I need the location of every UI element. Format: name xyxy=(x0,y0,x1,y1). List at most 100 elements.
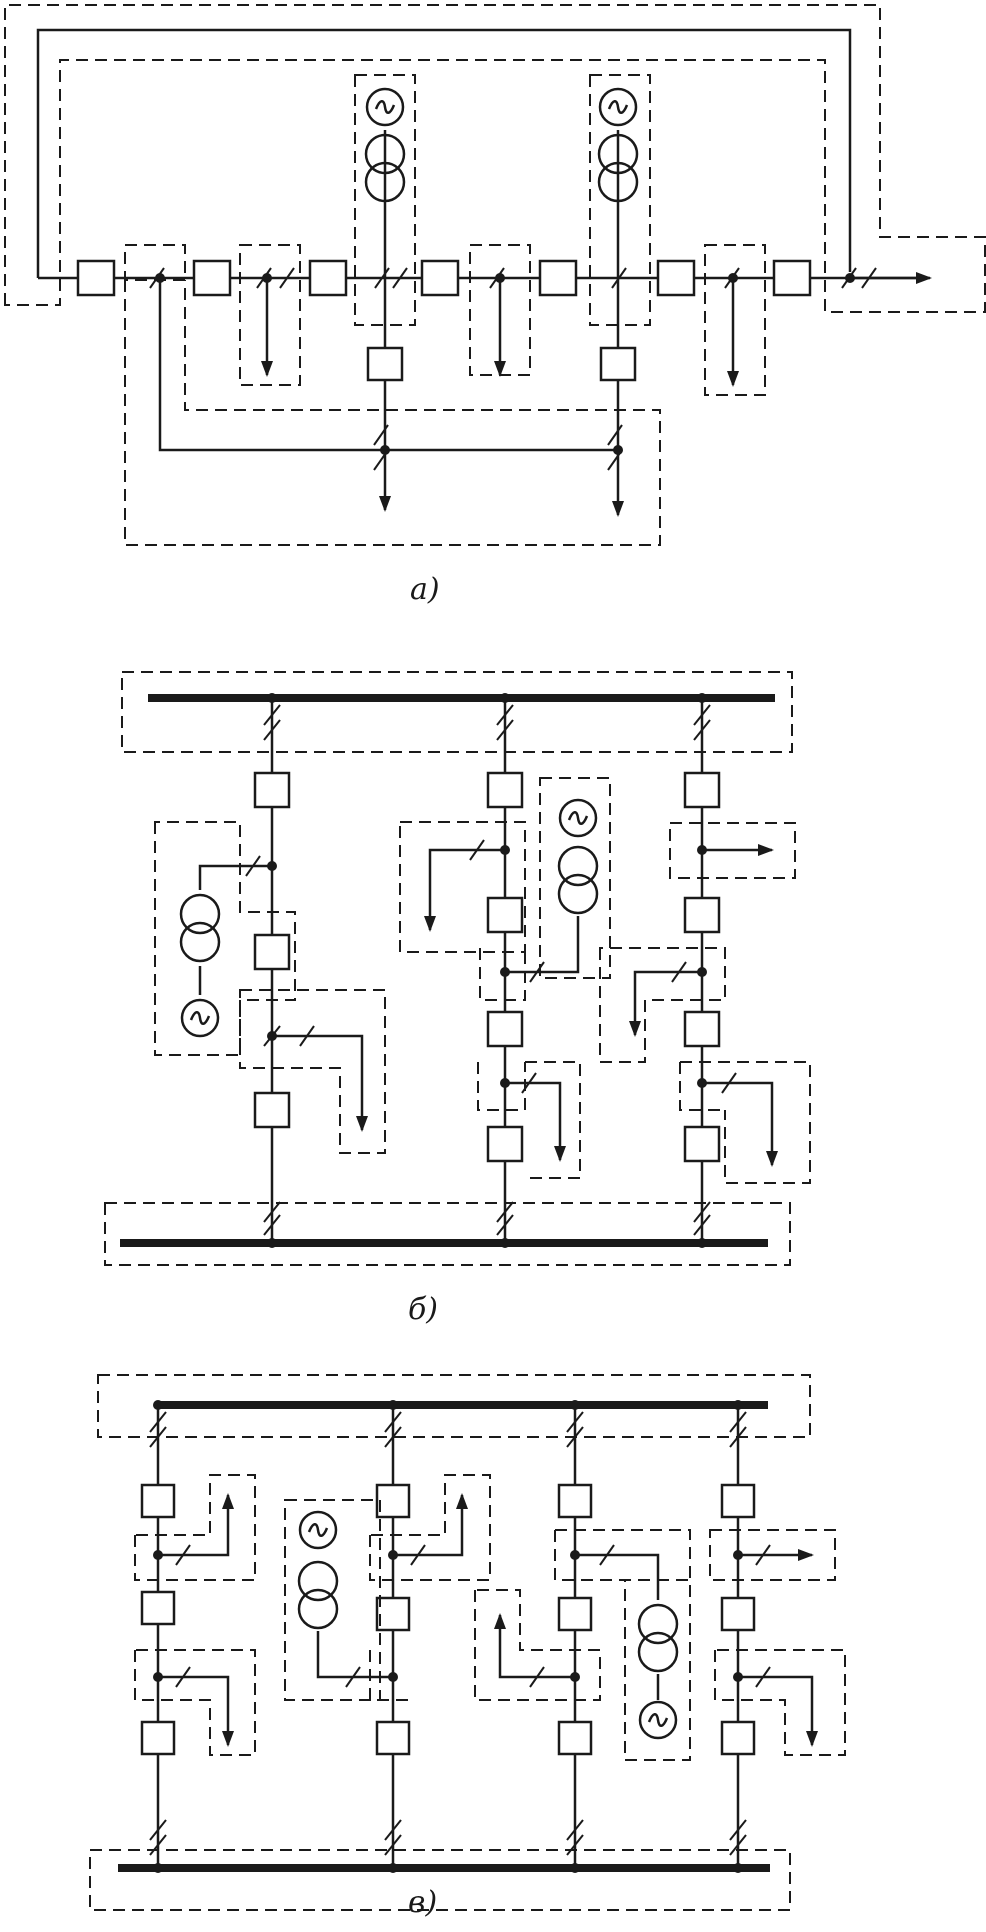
breaker xyxy=(140,1483,176,1519)
conductor xyxy=(279,267,295,289)
feeder-arrow xyxy=(424,848,505,932)
breaker xyxy=(557,1483,593,1519)
caption-a: а) xyxy=(410,572,440,607)
protection-zone xyxy=(469,244,531,376)
junction-dot xyxy=(570,1400,580,1410)
conductor xyxy=(369,1474,491,1581)
conductor xyxy=(149,1411,167,1433)
junction-dot xyxy=(570,1863,580,1873)
conductor xyxy=(489,267,505,289)
generator-icon xyxy=(180,998,220,1038)
caption-v: в) xyxy=(408,1885,438,1920)
conductor xyxy=(384,1819,402,1841)
breaker xyxy=(486,1010,524,1048)
feeder-arrow xyxy=(393,1493,468,1557)
feeder-arrow xyxy=(272,1034,368,1132)
conductor xyxy=(392,267,408,289)
conductor xyxy=(729,1819,747,1841)
conductor xyxy=(469,839,485,861)
breaker xyxy=(140,1590,176,1626)
conductor xyxy=(345,1666,361,1688)
ring-bus xyxy=(36,28,852,278)
protection-zone xyxy=(669,822,796,879)
conductor xyxy=(611,267,627,289)
conductor xyxy=(693,704,711,726)
breaker xyxy=(599,346,637,382)
conductor xyxy=(384,1411,402,1433)
conductor xyxy=(671,961,687,983)
conductor xyxy=(316,1631,393,1679)
protection-zone xyxy=(354,74,416,326)
junction-dot xyxy=(733,1863,743,1873)
junction-dot xyxy=(388,1400,398,1410)
conductor xyxy=(680,1061,811,1184)
junction-dot xyxy=(697,693,707,703)
generator-icon xyxy=(365,87,405,127)
protection-zone xyxy=(709,1529,836,1581)
breaker xyxy=(140,1720,176,1756)
conductor xyxy=(299,1025,315,1047)
conductor xyxy=(575,1553,660,1600)
conductor xyxy=(374,267,390,289)
junction-dot xyxy=(697,1238,707,1248)
junction-dot xyxy=(733,1400,743,1410)
breaker xyxy=(720,1596,756,1632)
conductor xyxy=(554,1530,690,1581)
conductor xyxy=(496,704,514,726)
conductor xyxy=(263,1201,281,1223)
conductor xyxy=(263,1214,281,1236)
breaker xyxy=(683,896,721,934)
conductor xyxy=(149,1426,167,1448)
junction-dot xyxy=(500,1238,510,1248)
feeder-arrow xyxy=(702,1081,778,1167)
protection-zone xyxy=(239,244,301,386)
breaker xyxy=(656,259,696,297)
breaker xyxy=(720,1483,756,1519)
conductor xyxy=(496,1214,514,1236)
generator-icon xyxy=(638,1700,678,1740)
breaker xyxy=(253,933,291,971)
feeder-arrow xyxy=(158,1675,234,1747)
breaker xyxy=(538,259,578,297)
conductor xyxy=(239,989,386,1154)
breaker xyxy=(486,771,524,809)
breaker xyxy=(557,1596,593,1632)
diagram-b xyxy=(104,671,811,1266)
protection-zone xyxy=(704,244,766,396)
breaker xyxy=(76,259,116,297)
conductor xyxy=(566,1426,584,1448)
breaker xyxy=(366,346,404,382)
breaker xyxy=(420,259,460,297)
conductor xyxy=(729,1834,747,1856)
breaker xyxy=(486,896,524,934)
conductor xyxy=(384,1834,402,1856)
conductor xyxy=(384,1426,402,1448)
breaker xyxy=(720,1720,756,1756)
conductor xyxy=(477,1062,526,1111)
junction-dot xyxy=(388,1863,398,1873)
conductor xyxy=(755,1666,771,1688)
protection-zone xyxy=(399,821,526,953)
conductor xyxy=(373,424,389,446)
conductor xyxy=(479,948,526,1001)
conductor xyxy=(721,1072,737,1094)
conductor xyxy=(714,1649,846,1756)
transformer-icon xyxy=(297,1560,339,1630)
conductor xyxy=(175,1544,191,1566)
conductor xyxy=(521,1072,537,1094)
conductor xyxy=(693,719,711,741)
conductor xyxy=(149,1819,167,1841)
conductor xyxy=(198,864,272,890)
generator-icon xyxy=(598,87,638,127)
conductor xyxy=(529,961,545,983)
breaker xyxy=(375,1596,411,1632)
conductor xyxy=(599,1544,615,1566)
protection-zone xyxy=(539,777,611,979)
breaker xyxy=(253,771,291,809)
transformer-icon xyxy=(557,845,599,915)
diagram-v xyxy=(89,1374,846,1911)
conductor xyxy=(474,1589,601,1701)
breaker xyxy=(375,1483,411,1519)
junction-dot xyxy=(267,1238,277,1248)
